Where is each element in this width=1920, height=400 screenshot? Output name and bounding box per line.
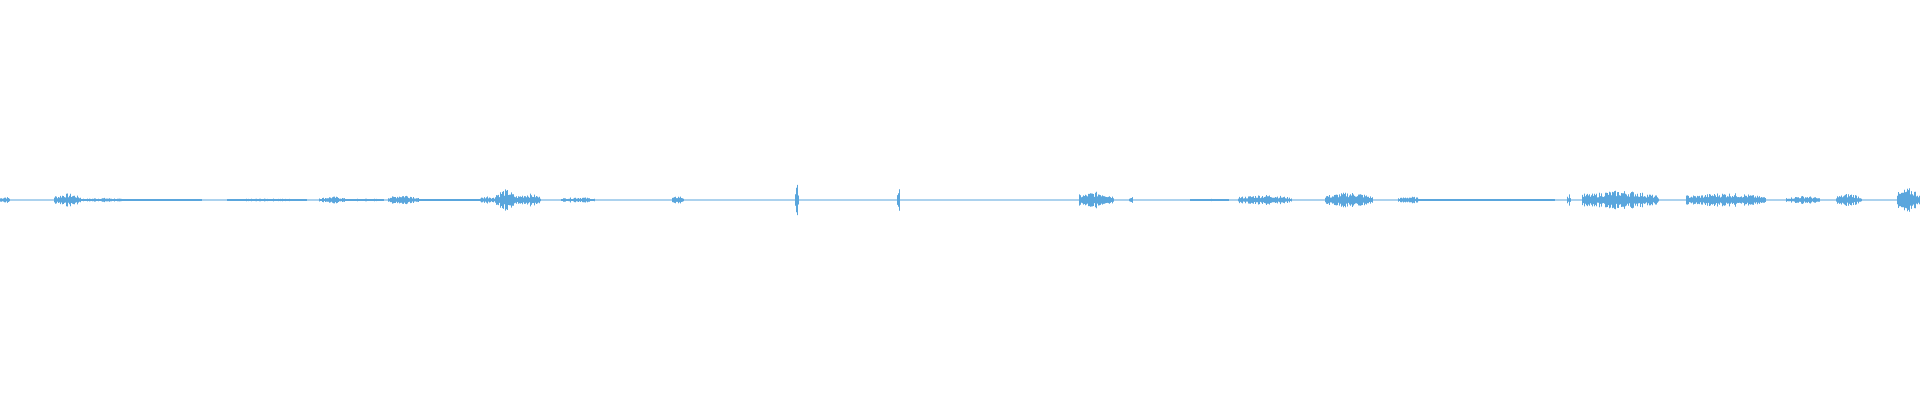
waveform-peaks [0, 184, 1920, 216]
